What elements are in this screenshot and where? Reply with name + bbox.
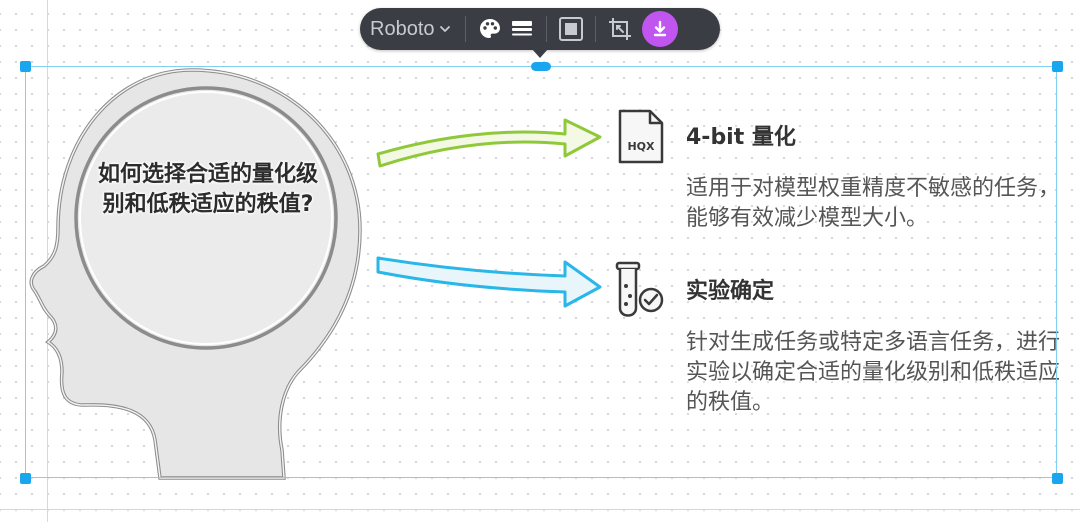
item-desc-4bit: 适用于对模型权重精度不敏感的任务，能够有效减少模型大小。 xyxy=(686,176,1061,231)
palette-icon xyxy=(479,19,500,38)
hqx-file-icon: HQX xyxy=(618,109,664,164)
selection-frame xyxy=(25,66,1057,478)
arrow-to-experiment xyxy=(376,256,602,308)
crop-button[interactable] xyxy=(604,13,636,45)
chevron-down-icon xyxy=(439,26,450,32)
font-family-dropdown[interactable]: Roboto xyxy=(364,8,457,50)
resize-handle-top-right[interactable] xyxy=(1052,61,1063,72)
item-title-4bit: 4-bit 量化 xyxy=(686,125,796,150)
border-icon xyxy=(558,17,583,41)
hqx-badge-text: HQX xyxy=(627,140,655,153)
resize-handle-top-middle[interactable] xyxy=(531,62,551,71)
crop-icon xyxy=(608,18,631,40)
test-tube-check-icon xyxy=(615,261,664,317)
toolbar-divider xyxy=(464,16,466,42)
resize-handle-top-left[interactable] xyxy=(20,61,31,72)
line-style-button[interactable] xyxy=(506,13,538,45)
resize-handle-bottom-right[interactable] xyxy=(1052,473,1063,484)
border-style-button[interactable] xyxy=(555,13,587,45)
toolbar-divider xyxy=(545,16,547,42)
thought-circle xyxy=(74,86,338,350)
line-style-icon xyxy=(511,21,532,36)
color-palette-button[interactable] xyxy=(474,13,506,45)
item-desc-experiment: 针对生成任务或特定多语言任务，进行实验以确定合适的量化级别和低秩适应的秩值。 xyxy=(686,330,1061,415)
item-title-experiment: 实验确定 xyxy=(686,279,775,304)
download-button[interactable] xyxy=(641,11,678,47)
guide-line-horizontal xyxy=(0,509,1080,510)
font-family-label: Roboto xyxy=(370,17,435,40)
resize-handle-bottom-left[interactable] xyxy=(20,473,31,484)
central-question: 如何选择合适的量化级别和低秩适应的秩值? xyxy=(97,162,318,217)
floating-toolbar: Roboto xyxy=(360,8,720,58)
arrow-to-4bit xyxy=(376,118,602,168)
download-icon xyxy=(653,20,666,37)
toolbar-divider xyxy=(594,16,596,42)
